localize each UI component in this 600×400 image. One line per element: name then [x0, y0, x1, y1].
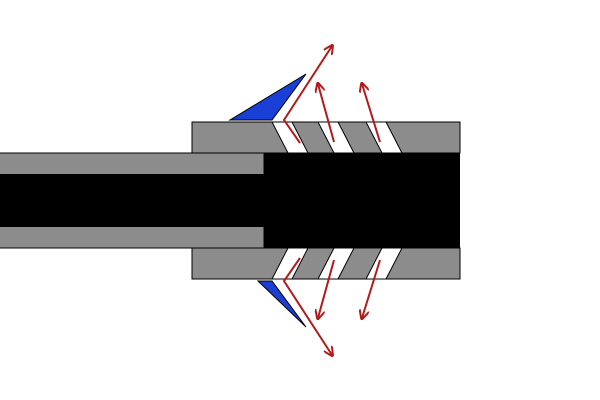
top-slots	[271, 121, 403, 154]
top-arrows	[282, 46, 381, 144]
bottom-slots	[271, 247, 403, 280]
bottom-wedge	[256, 280, 307, 328]
bottom-arrow-1	[282, 257, 332, 355]
bottom-arrow-2	[318, 259, 335, 318]
bottom-arrow-3	[362, 259, 381, 318]
bottom-arrows	[282, 257, 381, 355]
top-arrow-3	[362, 84, 381, 143]
top-arrow-1	[282, 46, 332, 144]
top-wedge	[228, 73, 307, 121]
inner-core	[264, 153, 460, 248]
top-arrow-2	[318, 84, 335, 143]
